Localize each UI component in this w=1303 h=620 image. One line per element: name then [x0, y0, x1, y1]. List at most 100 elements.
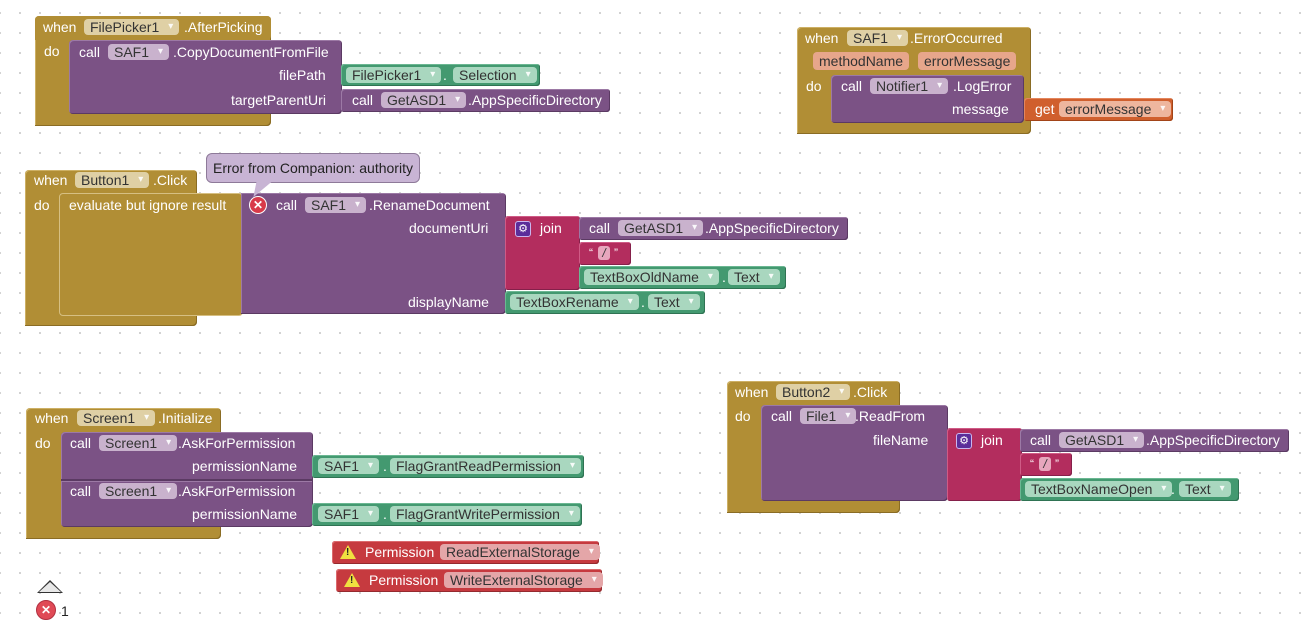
- component-dropdown[interactable]: SAF1: [847, 30, 909, 46]
- when-keyword: when: [805, 30, 839, 46]
- dot: .: [722, 269, 726, 285]
- error-tooltip: Error from Companion: authority: [206, 153, 420, 183]
- warning-toggle-icon[interactable]: [37, 580, 63, 593]
- call-keyword: call: [589, 220, 611, 236]
- method-name: .AppSpecificDirectory: [1146, 432, 1280, 448]
- call-keyword: call: [70, 483, 92, 499]
- property-dropdown[interactable]: FlagGrantWritePermission: [390, 506, 580, 522]
- method-name: .RenameDocument: [369, 197, 490, 213]
- event-name: .ErrorOccurred: [910, 30, 1003, 46]
- call-keyword: call: [70, 435, 92, 451]
- component-dropdown[interactable]: Button2: [776, 384, 851, 400]
- join-keyword: join: [540, 220, 562, 236]
- do-keyword: do: [735, 408, 751, 424]
- method-name: .LogError: [953, 78, 1012, 94]
- when-keyword: when: [34, 172, 68, 188]
- property-dropdown[interactable]: Text: [728, 269, 780, 285]
- event-name: .AfterPicking: [184, 19, 263, 35]
- join-keyword: join: [981, 432, 1003, 448]
- permission-dropdown[interactable]: ReadExternalStorage: [440, 544, 600, 560]
- open-quote: “: [589, 246, 593, 260]
- method-name: .AskForPermission: [178, 483, 296, 499]
- component-dropdown[interactable]: SAF1: [305, 197, 367, 213]
- error-count-icon[interactable]: ✕: [36, 600, 56, 620]
- component-dropdown[interactable]: TextBoxNameOpen: [1025, 481, 1173, 497]
- dot: .: [443, 67, 447, 83]
- call-keyword: call: [841, 78, 863, 94]
- do-keyword: do: [35, 435, 51, 451]
- arg-label: fileName: [873, 432, 929, 448]
- event-name: .Click: [153, 172, 188, 188]
- call-keyword: call: [352, 92, 374, 108]
- component-dropdown[interactable]: Screen1: [99, 435, 178, 451]
- method-name: .CopyDocumentFromFile: [173, 44, 329, 60]
- arg-label: documentUri: [409, 220, 489, 236]
- permission-dropdown[interactable]: WriteExternalStorage: [444, 572, 603, 588]
- do-keyword: do: [806, 78, 822, 94]
- event-parameter[interactable]: methodName: [813, 52, 910, 70]
- component-dropdown[interactable]: SAF1: [318, 458, 380, 474]
- component-dropdown[interactable]: SAF1: [318, 506, 380, 522]
- permission-keyword: Permission: [365, 544, 435, 560]
- component-dropdown[interactable]: Notifier1: [870, 78, 949, 94]
- component-dropdown[interactable]: Screen1: [99, 483, 178, 499]
- do-keyword: do: [44, 43, 60, 59]
- mutator-gear-icon[interactable]: ⚙: [956, 433, 972, 449]
- call-keyword: call: [79, 44, 101, 60]
- method-name: .AskForPermission: [178, 435, 296, 451]
- mutator-gear-icon[interactable]: ⚙: [515, 221, 531, 237]
- property-dropdown[interactable]: Selection: [453, 67, 537, 83]
- evaluate-ignore-block[interactable]: [59, 193, 243, 316]
- text-value[interactable]: /: [598, 246, 610, 260]
- property-dropdown[interactable]: FlagGrantReadPermission: [390, 458, 581, 474]
- call-block-renamedocument[interactable]: [241, 193, 506, 314]
- get-keyword: get: [1035, 101, 1055, 117]
- evaluate-label: evaluate but ignore result: [69, 197, 227, 213]
- event-name: .Click: [853, 384, 888, 400]
- event-name: .Initialize: [158, 410, 213, 426]
- arg-label: permissionName: [192, 506, 298, 522]
- component-dropdown[interactable]: GetASD1: [381, 92, 467, 108]
- component-dropdown[interactable]: FilePicker1: [346, 67, 442, 83]
- error-icon[interactable]: ✕: [249, 196, 267, 214]
- warning-icon[interactable]: !: [340, 545, 356, 559]
- arg-label: targetParentUri: [231, 92, 326, 108]
- variable-dropdown[interactable]: errorMessage: [1059, 101, 1172, 117]
- method-name: .AppSpecificDirectory: [705, 220, 839, 236]
- warning-icon[interactable]: !: [344, 573, 360, 587]
- close-quote: ”: [614, 246, 618, 260]
- dot: .: [1171, 481, 1175, 497]
- method-name: .AppSpecificDirectory: [468, 92, 602, 108]
- component-dropdown[interactable]: File1: [800, 408, 857, 424]
- component-dropdown[interactable]: TextBoxRename: [510, 294, 639, 310]
- component-dropdown[interactable]: SAF1: [108, 44, 170, 60]
- call-keyword: call: [276, 197, 298, 213]
- close-quote: ”: [1055, 457, 1059, 471]
- when-keyword: when: [735, 384, 769, 400]
- arg-label: filePath: [279, 67, 326, 83]
- component-dropdown[interactable]: Screen1: [77, 410, 156, 426]
- do-keyword: do: [34, 197, 50, 213]
- component-dropdown[interactable]: Button1: [75, 172, 150, 188]
- component-dropdown[interactable]: FilePicker1: [84, 19, 180, 35]
- call-keyword: call: [1030, 432, 1052, 448]
- arg-label: permissionName: [192, 458, 298, 474]
- dot: .: [383, 458, 387, 474]
- property-dropdown[interactable]: Text: [1179, 481, 1231, 497]
- when-keyword: when: [43, 19, 77, 35]
- event-parameter[interactable]: errorMessage: [918, 52, 1017, 70]
- arg-label: displayName: [408, 294, 489, 310]
- error-count: 1: [61, 603, 69, 619]
- component-dropdown[interactable]: GetASD1: [618, 220, 704, 236]
- method-name: .ReadFrom: [855, 408, 926, 424]
- open-quote: “: [1030, 457, 1034, 471]
- call-keyword: call: [771, 408, 793, 424]
- component-dropdown[interactable]: GetASD1: [1059, 432, 1145, 448]
- permission-keyword: Permission: [369, 572, 439, 588]
- text-value[interactable]: /: [1039, 457, 1051, 471]
- property-dropdown[interactable]: Text: [648, 294, 700, 310]
- arg-label: message: [952, 101, 1009, 117]
- when-keyword: when: [35, 410, 69, 426]
- component-dropdown[interactable]: TextBoxOldName: [584, 269, 719, 285]
- dot: .: [641, 294, 645, 310]
